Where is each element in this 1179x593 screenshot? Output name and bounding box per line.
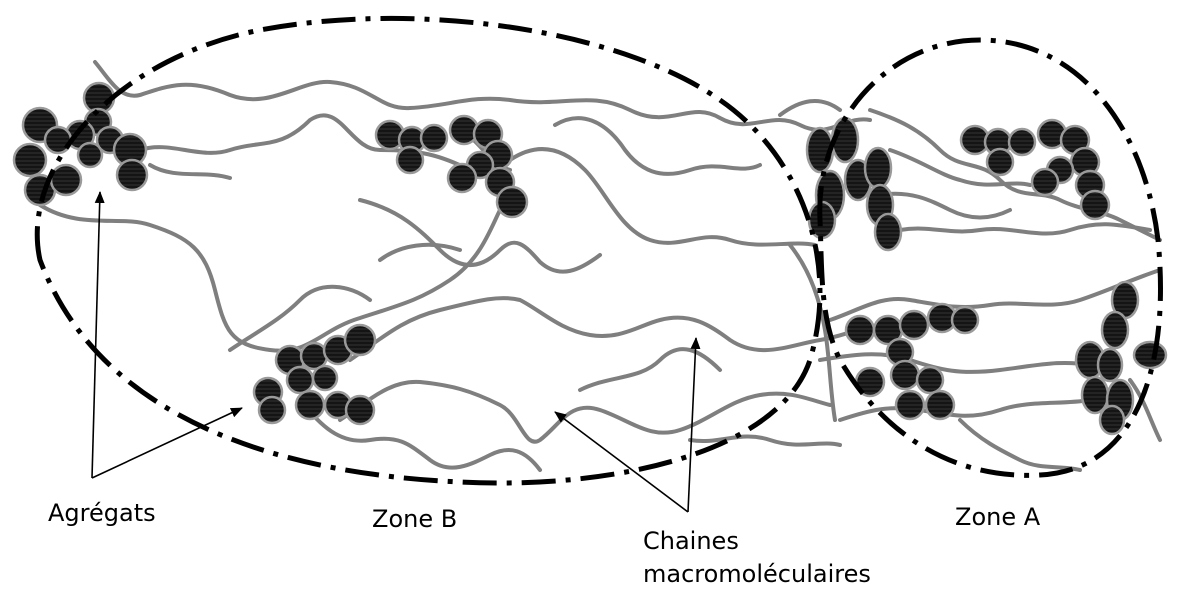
aggregate-1 <box>12 81 149 207</box>
aggregates <box>12 81 1168 436</box>
chain <box>888 148 1032 187</box>
aggregate-6 <box>844 302 980 421</box>
zone-a-label: Zone A <box>955 503 1041 531</box>
chain <box>358 198 602 274</box>
chain <box>898 222 1152 236</box>
chain <box>818 352 1092 374</box>
chain <box>688 434 842 447</box>
chain <box>878 191 1012 220</box>
chain <box>93 60 872 132</box>
chains-label-line1: Chaines <box>643 527 739 555</box>
chain <box>508 147 817 247</box>
chain <box>38 203 502 353</box>
zone-a-boundary <box>817 37 1163 478</box>
chain <box>298 398 542 472</box>
zone-b-label: Zone B <box>372 505 458 533</box>
chain <box>958 418 1082 472</box>
aggregates-label: Agrégats <box>48 499 156 527</box>
chain <box>1128 378 1162 442</box>
aggregate-2 <box>374 114 529 219</box>
chain <box>148 163 232 180</box>
arrow-aggregates-top <box>91 191 105 479</box>
arrows <box>91 191 701 513</box>
chain <box>338 379 832 444</box>
arrow-chains-right <box>687 337 701 513</box>
aggregate-3 <box>252 323 377 426</box>
arrow-chains-left <box>554 411 689 513</box>
chain <box>348 296 882 362</box>
chain <box>228 284 372 352</box>
aggregate-4 <box>805 116 903 252</box>
macromolecular-chains <box>38 60 1162 472</box>
chains-label-line2: macromoléculaires <box>643 560 871 588</box>
chain <box>553 116 762 176</box>
zone-boundaries <box>34 15 1163 486</box>
chain <box>778 98 842 117</box>
arrow-aggregates-bottom <box>91 407 243 479</box>
chain <box>828 268 1162 322</box>
chain <box>868 108 1162 242</box>
chain <box>788 243 837 422</box>
chain <box>578 347 722 392</box>
chain <box>378 242 462 262</box>
aggregate-5 <box>959 118 1111 221</box>
aggregate-7 <box>1074 280 1168 436</box>
chain <box>838 398 1092 422</box>
zone-b-boundary <box>34 15 823 486</box>
